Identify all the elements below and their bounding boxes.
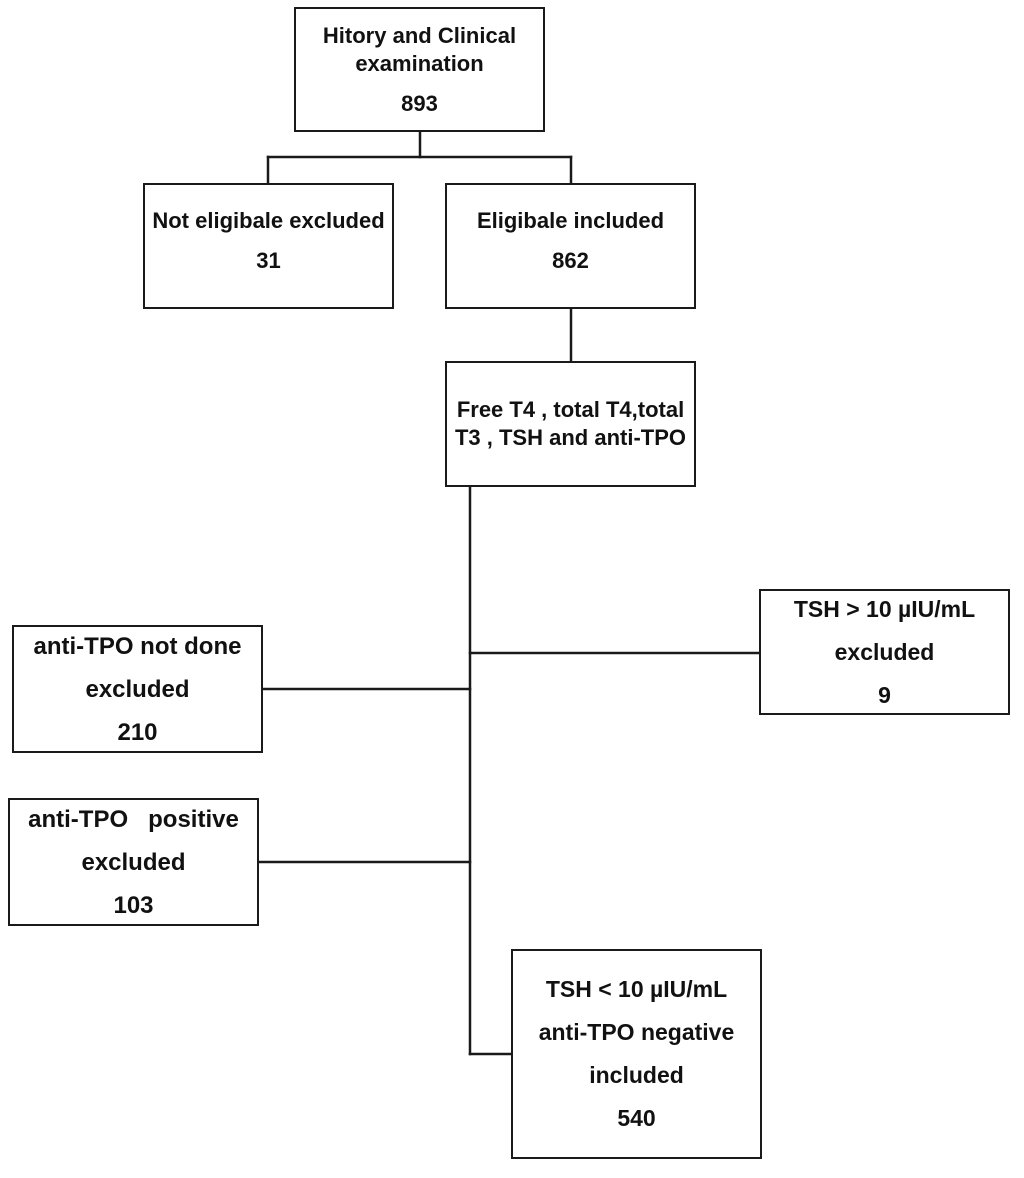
tpo-not-done-count: 210 bbox=[117, 718, 158, 746]
tsh-high-line1: TSH > 10 µIU/mL bbox=[793, 595, 976, 622]
tsh-high-count: 9 bbox=[878, 681, 891, 708]
final-included-box: TSH < 10 µIU/mL anti-TPO negative includ… bbox=[511, 949, 762, 1159]
tpo-not-done-line2: excluded bbox=[85, 675, 190, 703]
tsh-high-excluded-box: TSH > 10 µIU/mL excluded 9 bbox=[759, 589, 1010, 715]
not-eligible-label: Not eligibale excluded bbox=[152, 208, 385, 233]
anti-tpo-not-done-box: anti-TPO not done excluded 210 bbox=[12, 625, 263, 753]
tsh-high-line2: excluded bbox=[834, 638, 935, 665]
not-eligible-excluded-box: Not eligibale excluded 31 bbox=[143, 183, 394, 309]
eligible-label: Eligibale included bbox=[476, 208, 665, 233]
anti-tpo-positive-box: anti-TPO positive excluded 103 bbox=[8, 798, 259, 926]
history-line2: examination bbox=[355, 50, 484, 76]
tpo-positive-count: 103 bbox=[113, 891, 154, 919]
final-line1: TSH < 10 µIU/mL bbox=[545, 976, 728, 1002]
thyroid-tests-box: Free T4 , total T4,total T3 , TSH and an… bbox=[445, 361, 696, 487]
tpo-positive-line2: excluded bbox=[81, 848, 186, 876]
eligible-included-box: Eligibale included 862 bbox=[445, 183, 696, 309]
final-line2: anti-TPO negative bbox=[538, 1019, 735, 1045]
history-count: 893 bbox=[401, 90, 438, 116]
final-line3: included bbox=[589, 1062, 684, 1088]
final-count: 540 bbox=[617, 1105, 656, 1131]
tests-line1: Free T4 , total T4,total bbox=[456, 397, 685, 422]
history-clinical-exam-box: Hitory and Clinical examination 893 bbox=[294, 7, 545, 132]
history-line1: Hitory and Clinical bbox=[322, 22, 517, 48]
tpo-positive-line1: anti-TPO positive bbox=[28, 805, 239, 833]
tests-line2: T3 , TSH and anti-TPO bbox=[454, 425, 686, 450]
tpo-not-done-line1: anti-TPO not done bbox=[33, 632, 242, 660]
not-eligible-count: 31 bbox=[256, 248, 281, 273]
eligible-count: 862 bbox=[552, 248, 589, 273]
